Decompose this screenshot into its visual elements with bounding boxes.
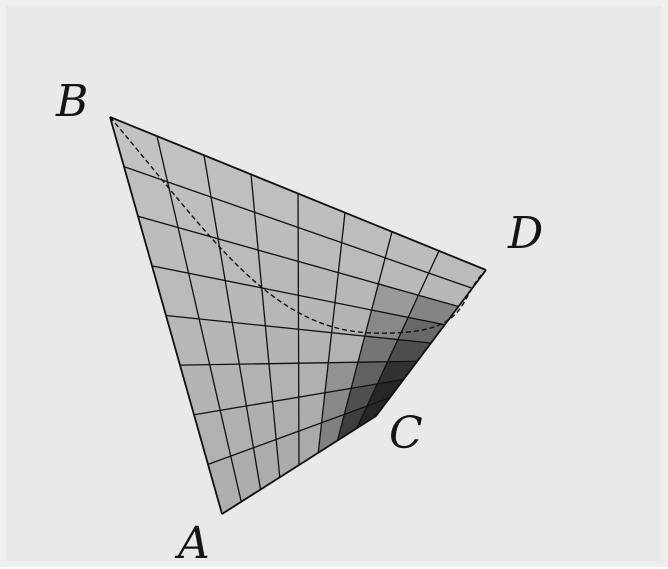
surface-boundary-edges: [109, 116, 487, 515]
vertex-label-b: B: [56, 76, 89, 127]
boundary-edge: [109, 116, 487, 271]
grid-line-v: [151, 265, 445, 326]
surface-patch: [298, 362, 329, 398]
grid-line-u: [317, 212, 346, 453]
surface-patch: [265, 325, 299, 365]
boundary-edge: [221, 415, 377, 515]
grid-line-u: [356, 250, 440, 429]
grid-line-u: [336, 231, 393, 441]
grid-line-v: [165, 314, 432, 344]
boundary-edge: [375, 269, 487, 417]
vertex-label-d: D: [508, 208, 544, 259]
surface-patch: [268, 362, 300, 402]
surface-grid-lines: [123, 135, 473, 502]
surface-patch: [298, 328, 332, 364]
vertex-label-a: A: [178, 518, 210, 569]
vertex-label-c: C: [389, 408, 423, 459]
surface-rim-curve: [109, 116, 487, 334]
boundary-edge: [109, 116, 223, 515]
grid-line-v: [137, 215, 459, 308]
grid-line-v: [123, 166, 473, 289]
